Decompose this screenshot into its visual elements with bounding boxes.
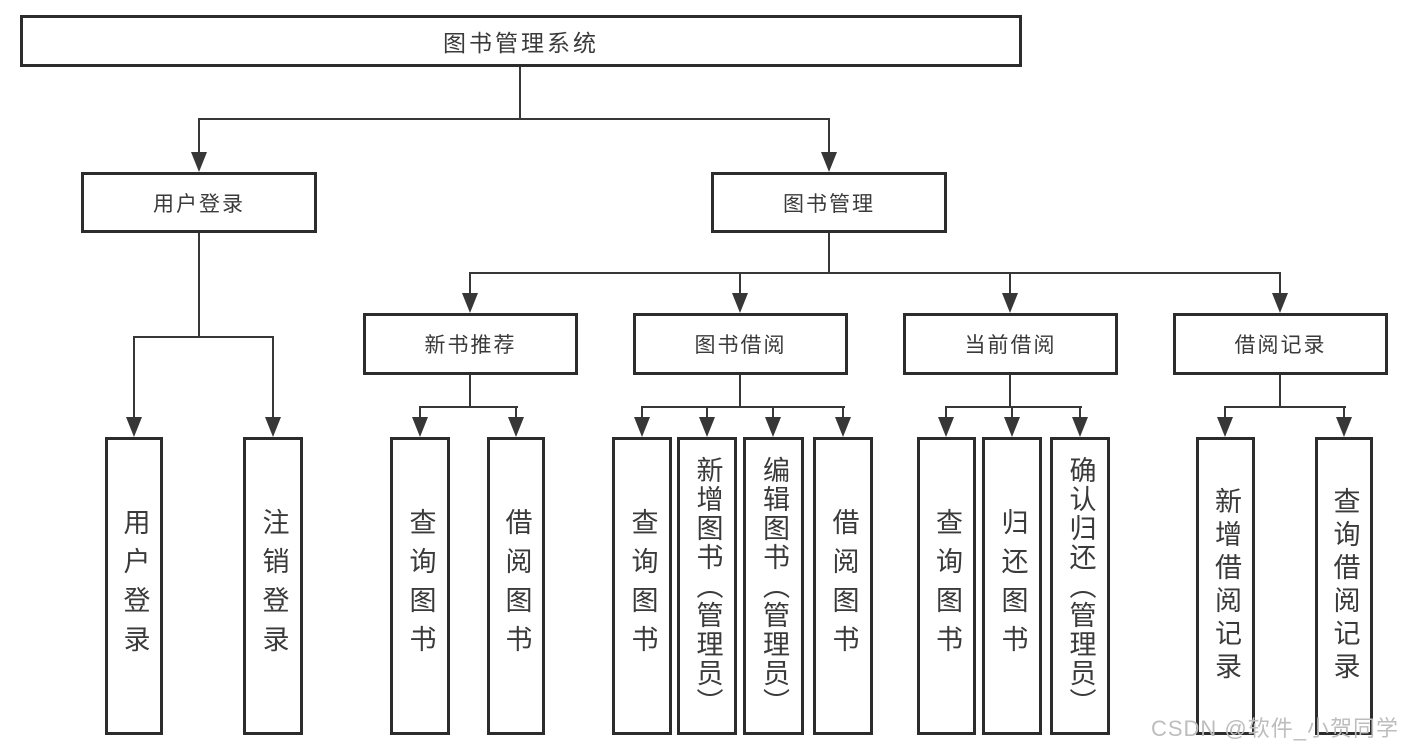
connector-to-leaf-logout-stem [272,336,274,419]
leaf-add-book-admin-label: 新增图书（管理员） [692,455,723,717]
connector-rec-query-stem [419,406,421,419]
arrow-to-new-book-rec-icon [462,293,478,313]
leaf-query-borrow-record: 查询借阅记录 [1315,437,1373,735]
connector-borrow-record-stem [1279,375,1281,406]
leaf-current-query-books-label: 查询图书 [932,508,962,664]
leaf-rec-borrow-books-label: 借阅图书 [501,508,532,664]
connector-to-leaf-login-stem [133,336,135,419]
connector-book-mgmt-stem [828,233,830,272]
node-book-management: 图书管理 [711,172,947,233]
connector-record-query-stem [1343,406,1345,419]
node-user-login: 用户登录 [81,172,317,233]
connector-borrow-query-stem [641,406,643,419]
leaf-logout-label: 注销登录 [258,508,289,664]
connector-borrow-borrow-stem [842,406,844,419]
leaf-current-query-books: 查询图书 [917,437,976,735]
arrow-to-leaf-login-icon [126,417,142,437]
node-book-borrowing-label: 图书借阅 [694,334,787,357]
node-library-system-label: 图书管理系统 [443,30,599,56]
connector-current-borrow-split-bar [945,406,1082,408]
leaf-add-borrow-record: 新增借阅记录 [1196,437,1255,735]
node-borrowing-records: 借阅记录 [1173,313,1388,375]
connector-current-borrow-stem [1009,375,1011,406]
connector-root-stem [519,67,521,119]
leaf-confirm-return-admin: 确认归还（管理员） [1050,437,1110,735]
leaf-edit-book-admin-label: 编辑图书（管理员） [759,455,789,717]
connector-record-add-stem [1224,406,1226,419]
connector-root-split-bar [198,118,830,120]
connector-new-book-rec-stem [469,375,471,406]
watermark: CSDN @软件_小贺同学 [1150,716,1399,741]
connector-current-return-stem [1011,406,1013,419]
connector-borrow-edit-stem [772,406,774,419]
connector-book-mgmt-split-bar [469,272,1281,274]
leaf-user-login: 用户登录 [105,437,163,735]
leaf-return-books-label: 归还图书 [997,508,1028,664]
leaf-borrow-query-books-label: 查询图书 [627,508,658,664]
arrow-borrow-query-icon [634,417,650,437]
connector-user-login-split-bar [133,336,274,338]
connector-new-book-rec-split-bar [419,406,518,408]
connector-current-confirm-stem [1079,406,1081,419]
node-book-management-label: 图书管理 [783,192,875,216]
arrow-to-current-borrow-icon [1002,293,1018,313]
arrow-current-return-icon [1004,417,1020,437]
node-new-book-recommend: 新书推荐 [363,313,578,375]
arrow-borrow-add-icon [699,417,715,437]
arrow-current-confirm-icon [1072,417,1088,437]
arrow-to-book-borrow-icon [732,293,748,313]
connector-user-login-stem [198,233,200,336]
leaf-user-login-label: 用户登录 [119,508,150,664]
arrow-to-user-login-icon [191,152,207,172]
node-book-borrowing: 图书借阅 [633,313,848,375]
leaf-borrow-books-label: 借阅图书 [828,508,859,664]
arrow-record-query-icon [1336,417,1352,437]
connector-to-current-borrow-stem [1009,272,1011,296]
node-new-book-recommend-label: 新书推荐 [424,334,517,357]
node-user-login-label: 用户登录 [153,192,245,216]
arrow-borrow-borrow-icon [835,417,851,437]
node-library-system: 图书管理系统 [20,15,1022,67]
leaf-edit-book-admin: 编辑图书（管理员） [743,437,804,735]
arrow-rec-borrow-icon [508,417,524,437]
leaf-rec-borrow-books: 借阅图书 [487,437,545,735]
leaf-return-books: 归还图书 [982,437,1042,735]
leaf-borrow-books: 借阅图书 [813,437,873,735]
leaf-add-book-admin: 新增图书（管理员） [677,437,737,735]
connector-borrow-record-split-bar [1224,406,1346,408]
node-current-borrowing: 当前借阅 [903,313,1118,375]
leaf-rec-query-books-label: 查询图书 [405,508,436,664]
node-current-borrowing-label: 当前借阅 [964,334,1057,357]
connector-to-book-borrow-stem [739,272,741,296]
arrow-to-borrow-record-icon [1272,293,1288,313]
arrow-to-book-mgmt-icon [821,152,837,172]
leaf-query-borrow-record-label: 查询借阅记录 [1329,487,1360,685]
leaf-logout: 注销登录 [243,437,303,735]
connector-current-query-stem [945,406,947,419]
arrow-rec-query-icon [412,417,428,437]
connector-rec-borrow-stem [515,406,517,419]
leaf-add-borrow-record-label: 新增借阅记录 [1211,487,1241,685]
connector-to-new-book-rec-stem [469,272,471,296]
connector-to-user-login-stem [198,118,200,154]
connector-book-borrow-stem [739,375,741,406]
arrow-to-leaf-logout-icon [265,417,281,437]
node-borrowing-records-label: 借阅记录 [1234,334,1327,357]
leaf-borrow-query-books: 查询图书 [612,437,672,735]
arrow-record-add-icon [1217,417,1233,437]
leaf-confirm-return-admin-label: 确认归还（管理员） [1065,455,1096,717]
connector-to-book-mgmt-stem [828,118,830,154]
connector-to-borrow-record-stem [1279,272,1281,296]
connector-book-borrow-split-bar [641,406,845,408]
connector-borrow-add-stem [706,406,708,419]
leaf-rec-query-books: 查询图书 [390,437,450,735]
arrow-borrow-edit-icon [765,417,781,437]
arrow-current-query-icon [938,417,954,437]
